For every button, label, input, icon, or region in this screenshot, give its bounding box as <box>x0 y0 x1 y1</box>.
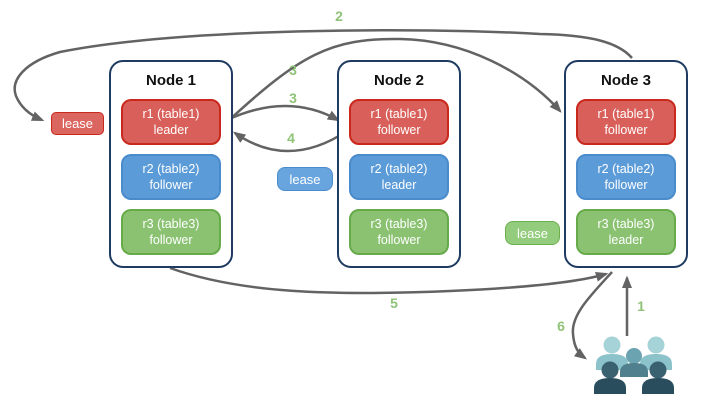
node-2-replica-r2: r2 (table2) leader <box>349 154 449 200</box>
step-label-4: 4 <box>287 130 295 146</box>
node-1: Node 1 r1 (table1) leader r2 (table2) fo… <box>109 60 233 268</box>
replica-role: leader <box>153 123 189 137</box>
step-label-2: 2 <box>335 8 343 24</box>
replica-role: follower <box>377 233 421 247</box>
user-front-right-icon <box>642 361 674 394</box>
step-label-3a: 3 <box>289 62 297 78</box>
replica-label: r2 (table2) <box>370 162 428 176</box>
node-2-title: Node 2 <box>373 72 424 89</box>
step-label-3b: 3 <box>289 90 297 106</box>
user-center-icon <box>620 348 648 377</box>
node-3-replica-r1: r1 (table1) follower <box>576 99 676 145</box>
node-1-replica-r1: r1 (table1) leader <box>121 99 221 145</box>
arrow-step2-node3-to-lease <box>13 28 633 122</box>
replica-role: leader <box>381 178 417 192</box>
arrow-step3-leader-to-node3 <box>226 37 562 123</box>
lease-badge-r3: lease <box>505 221 560 245</box>
node-3-replica-r2: r2 (table2) follower <box>576 154 676 200</box>
node-3-title: Node 3 <box>600 72 651 89</box>
node-2: Node 2 r1 (table1) follower r2 (table2) … <box>337 60 461 268</box>
arrow-step4-node2-to-leader <box>232 129 348 153</box>
step-label-1: 1 <box>637 298 645 314</box>
replica-role: leader <box>608 233 644 247</box>
node-2-replica-r1: r1 (table1) follower <box>349 99 449 145</box>
replica-label: r1 (table1) <box>370 107 428 121</box>
node-2-replica-r3: r3 (table3) follower <box>349 209 449 255</box>
arrow-step5-node1-to-node3 <box>169 266 609 295</box>
replica-label: r1 (table1) <box>597 107 655 121</box>
node-1-replica-r3: r3 (table3) follower <box>121 209 221 255</box>
step-label-5: 5 <box>390 295 398 311</box>
user-front-left-icon <box>594 361 626 394</box>
node-1-replica-r2: r2 (table2) follower <box>121 154 221 200</box>
replica-label: r1 (table1) <box>142 107 200 121</box>
replica-role: follower <box>149 233 193 247</box>
replica-role: follower <box>604 178 648 192</box>
arrow-step3-leader-to-node2 <box>226 104 341 122</box>
lease-badge-r2: lease <box>277 167 333 191</box>
node-3-replica-r3: r3 (table3) leader <box>576 209 676 255</box>
node-3: Node 3 r1 (table1) follower r2 (table2) … <box>564 60 688 268</box>
node-1-title: Node 1 <box>145 72 196 89</box>
replica-label: r3 (table3) <box>597 217 655 231</box>
replica-label: r3 (table3) <box>142 217 200 231</box>
step-label-6: 6 <box>557 318 565 334</box>
users-icon <box>594 336 674 394</box>
lease-badge-r1: lease <box>51 112 104 135</box>
replica-role: follower <box>377 123 421 137</box>
arrow-step6-node3-to-users <box>571 271 613 360</box>
replica-label: r2 (table2) <box>142 162 200 176</box>
replica-role: follower <box>604 123 648 137</box>
replica-label: r3 (table3) <box>370 217 428 231</box>
replica-label: r2 (table2) <box>597 162 655 176</box>
replica-role: follower <box>149 178 193 192</box>
